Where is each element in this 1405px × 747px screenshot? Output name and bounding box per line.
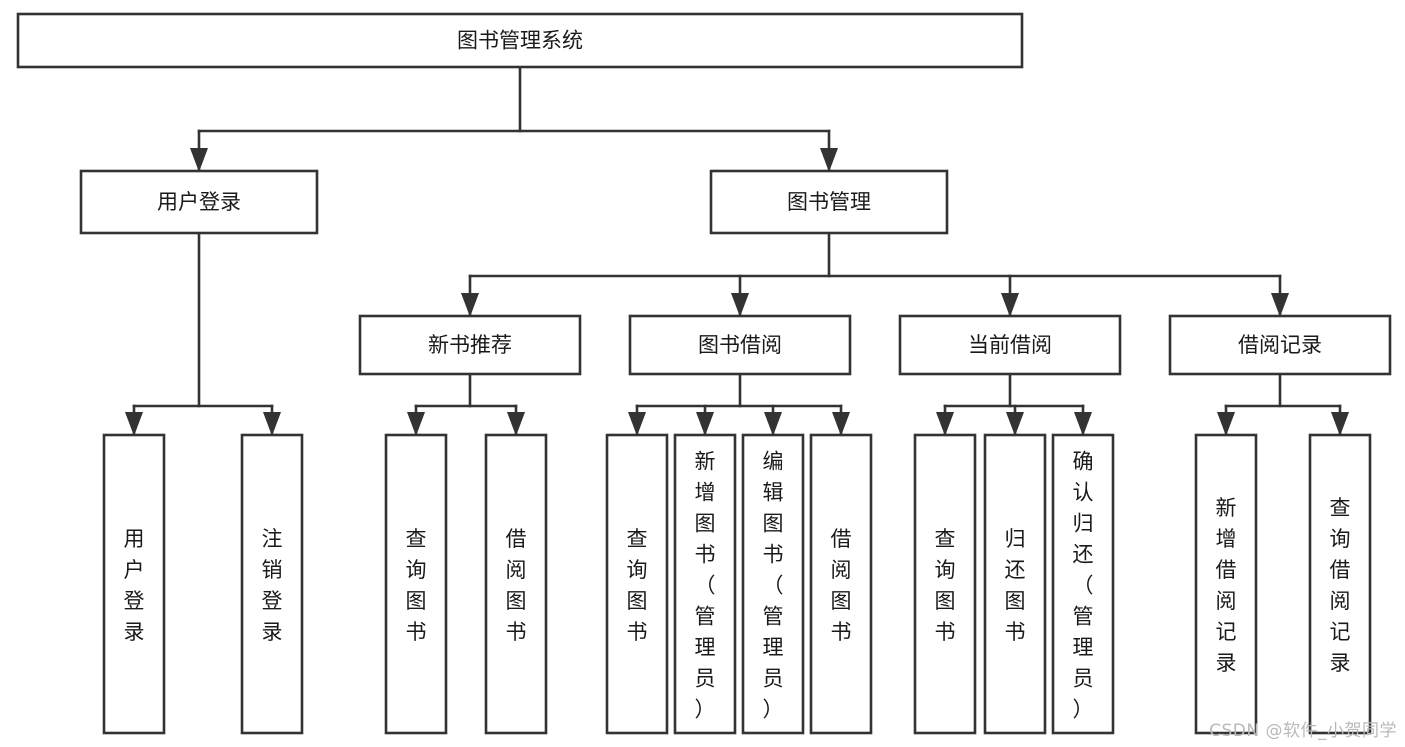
node-box-l-cb-confirm[interactable] xyxy=(1051,433,1115,735)
node-label-l-br-add: 新增借阅记录 xyxy=(1216,496,1237,675)
node-label-l-bb-edit: 编辑图书（管理员） xyxy=(763,450,784,722)
node-label-n-borrow-record: 借阅记录 xyxy=(1238,333,1322,357)
node-label-l-user-login: 用户登录 xyxy=(124,527,145,644)
node-l-nbr-borrow[interactable]: 借阅图书 xyxy=(484,433,548,735)
node-label-l-cb-return: 归还图书 xyxy=(1005,527,1026,644)
connector-n-current-borrow xyxy=(936,372,1092,437)
node-l-bb-add[interactable]: 新增图书（管理员） xyxy=(673,433,737,735)
node-n-borrow-record[interactable]: 借阅记录 xyxy=(1168,314,1392,376)
node-l-cb-return[interactable]: 归还图书 xyxy=(983,433,1047,735)
node-box-l-bb-add[interactable] xyxy=(673,433,737,735)
node-box-l-bb-edit[interactable] xyxy=(741,433,805,735)
connector-n-new-book-rec xyxy=(407,372,525,437)
connector-root xyxy=(190,65,838,173)
node-l-bb-query[interactable]: 查询图书 xyxy=(605,433,669,735)
node-label-n-current-borrow: 当前借阅 xyxy=(968,333,1052,357)
node-box-l-cb-return[interactable] xyxy=(983,433,1047,735)
node-box-l-user-login[interactable] xyxy=(102,433,166,735)
connector-n-book-manage xyxy=(461,231,1289,318)
node-label-l-nbr-query: 查询图书 xyxy=(406,527,427,644)
node-box-n-book-borrow[interactable] xyxy=(628,314,852,376)
node-n-book-manage[interactable]: 图书管理 xyxy=(709,169,949,235)
node-box-n-user-login[interactable] xyxy=(79,169,319,235)
node-box-l-nbr-query[interactable] xyxy=(384,433,448,735)
node-l-nbr-query[interactable]: 查询图书 xyxy=(384,433,448,735)
node-box-l-nbr-borrow[interactable] xyxy=(484,433,548,735)
node-label-n-user-login: 用户登录 xyxy=(157,190,241,214)
node-box-n-new-book-rec[interactable] xyxy=(358,314,582,376)
node-n-new-book-rec[interactable]: 新书推荐 xyxy=(358,314,582,376)
node-l-user-logout[interactable]: 注销登录 xyxy=(240,433,304,735)
node-label-l-br-query: 查询借阅记录 xyxy=(1330,496,1351,675)
node-label-l-bb-borrow: 借阅图书 xyxy=(831,527,852,644)
node-box-l-br-query[interactable] xyxy=(1308,433,1372,735)
node-label-l-cb-query: 查询图书 xyxy=(935,527,956,644)
node-box-n-borrow-record[interactable] xyxy=(1168,314,1392,376)
node-l-bb-borrow[interactable]: 借阅图书 xyxy=(809,433,873,735)
node-root[interactable]: 图书管理系统 xyxy=(16,12,1024,69)
node-label-l-nbr-borrow: 借阅图书 xyxy=(506,527,527,644)
node-box-l-br-add[interactable] xyxy=(1194,433,1258,735)
node-box-n-book-manage[interactable] xyxy=(709,169,949,235)
node-label-l-bb-add: 新增图书（管理员） xyxy=(695,450,716,722)
node-label-n-new-book-rec: 新书推荐 xyxy=(428,333,512,357)
node-l-user-login[interactable]: 用户登录 xyxy=(102,433,166,735)
node-label-n-book-manage: 图书管理 xyxy=(787,190,871,214)
node-l-cb-confirm[interactable]: 确认归还（管理员） xyxy=(1051,433,1115,735)
node-box-l-bb-borrow[interactable] xyxy=(809,433,873,735)
csdn-watermark: CSDN @软件_小贺同学 xyxy=(1209,721,1397,741)
node-label-root: 图书管理系统 xyxy=(457,29,583,53)
node-l-br-add[interactable]: 新增借阅记录 xyxy=(1194,433,1258,735)
node-n-book-borrow[interactable]: 图书借阅 xyxy=(628,314,852,376)
node-label-l-bb-query: 查询图书 xyxy=(627,527,648,644)
node-box-l-cb-query[interactable] xyxy=(913,433,977,735)
node-layer: 图书管理系统用户登录图书管理新书推荐图书借阅当前借阅借阅记录用户登录注销登录查询… xyxy=(16,12,1392,735)
node-label-n-book-borrow: 图书借阅 xyxy=(698,333,782,357)
node-box-l-user-logout[interactable] xyxy=(240,433,304,735)
node-label-l-cb-confirm: 确认归还（管理员） xyxy=(1073,450,1094,722)
connector-n-borrow-record xyxy=(1217,372,1349,437)
node-l-bb-edit[interactable]: 编辑图书（管理员） xyxy=(741,433,805,735)
node-box-root[interactable] xyxy=(16,12,1024,69)
node-n-current-borrow[interactable]: 当前借阅 xyxy=(898,314,1122,376)
node-l-cb-query[interactable]: 查询图书 xyxy=(913,433,977,735)
connector-layer xyxy=(125,65,1349,437)
node-box-l-bb-query[interactable] xyxy=(605,433,669,735)
node-label-l-user-logout: 注销登录 xyxy=(262,527,283,644)
connector-n-user-login xyxy=(125,231,281,437)
node-box-n-current-borrow[interactable] xyxy=(898,314,1122,376)
connector-n-book-borrow xyxy=(628,372,850,437)
node-l-br-query[interactable]: 查询借阅记录 xyxy=(1308,433,1372,735)
node-n-user-login[interactable]: 用户登录 xyxy=(79,169,319,235)
